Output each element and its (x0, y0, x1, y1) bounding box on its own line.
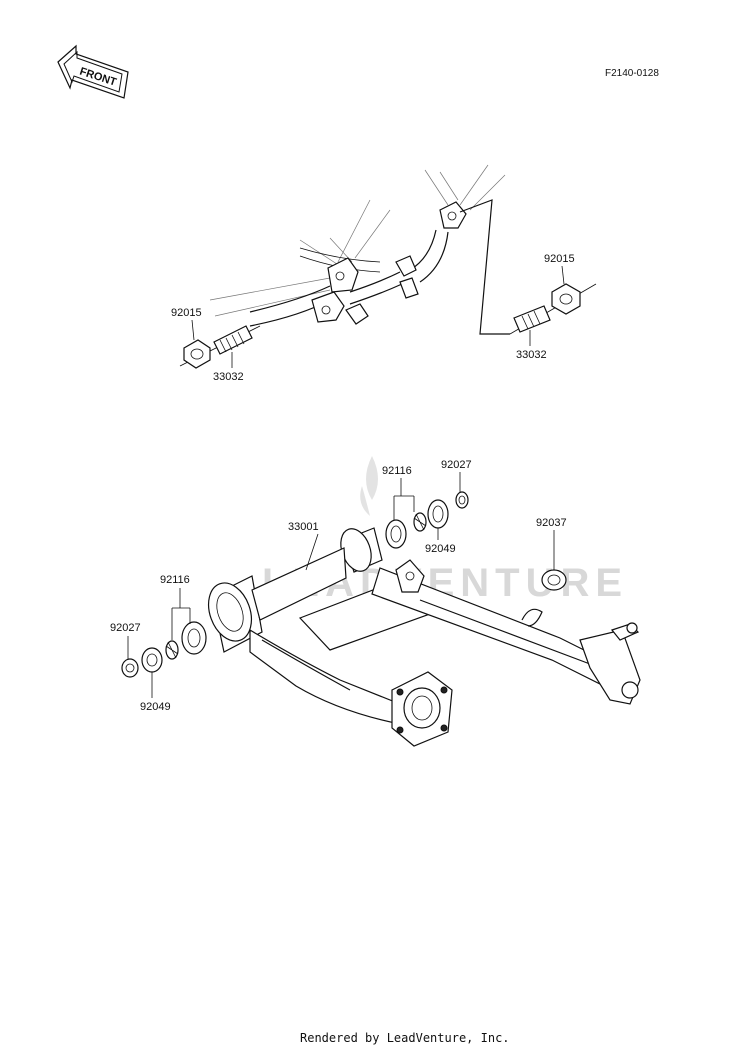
frame-tubes (209, 164, 506, 327)
part-label-92015-left: 92015 (171, 307, 202, 319)
part-label-92116-top: 92116 (382, 465, 412, 477)
seal-92037 (541, 569, 567, 591)
pivot-brackets (311, 201, 467, 325)
part-label-92027-top: 92027 (441, 459, 472, 471)
left-pivot-bolt (179, 325, 261, 369)
part-label-92015-right: 92015 (544, 253, 575, 265)
part-label-33032-right: 33032 (516, 349, 547, 361)
part-label-33032-left: 33032 (213, 371, 244, 383)
front-arrow-icon: FRONT (57, 44, 129, 99)
upper-labels: 92015 33032 92015 33032 (171, 253, 575, 383)
detail-leader-bracket (459, 199, 510, 335)
part-label-92049-left: 92049 (140, 701, 171, 713)
part-label-92116-left: 92116 (160, 574, 190, 586)
part-label-92027-left: 92027 (110, 622, 141, 634)
part-label-92037: 92037 (536, 517, 567, 529)
part-label-33001: 33001 (288, 521, 319, 533)
footer-credit: Rendered by LeadVenture, Inc. (300, 1031, 510, 1045)
reference-code: F2140-0128 (605, 68, 659, 79)
part-label-92049-top: 92049 (425, 543, 456, 555)
left-bearing-stack (121, 621, 207, 678)
lower-labels: 92116 92027 92049 33001 92037 92116 9202… (110, 459, 567, 713)
right-pivot-bolt (509, 283, 597, 335)
top-bearing-stack (385, 491, 469, 549)
swing-arm (207, 527, 641, 747)
